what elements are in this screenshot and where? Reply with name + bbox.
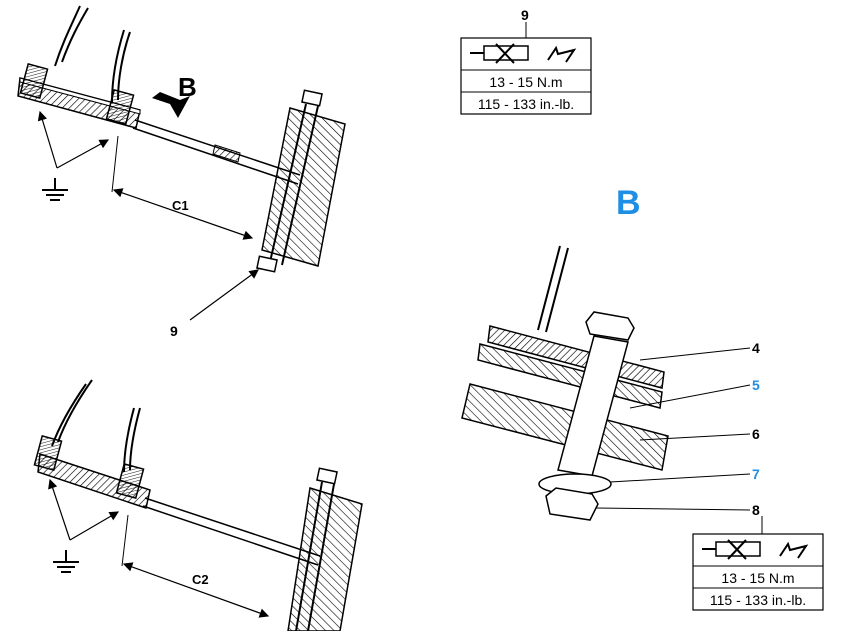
torque-inlb-top: 115 - 133 in.-lb. xyxy=(478,96,574,112)
upper-assembly xyxy=(17,5,346,321)
torque-wrench-icon xyxy=(779,541,809,559)
torque-inlb-bottom: 115 - 133 in.-lb. xyxy=(710,592,806,608)
callout-8: 8 xyxy=(752,502,760,518)
ground-icon xyxy=(53,550,79,573)
callout-5: 5 xyxy=(752,377,760,393)
bottom-torque-spec xyxy=(692,533,824,611)
ground-icon xyxy=(42,178,68,201)
no-impact-tool-icon xyxy=(470,43,529,64)
view-arrow-label: B xyxy=(178,72,197,102)
torque-wrench-icon xyxy=(547,45,577,63)
callout-4: 4 xyxy=(752,340,760,356)
dimension-c2: C2 xyxy=(192,572,209,587)
detail-title: B xyxy=(616,184,641,222)
top-torque-spec xyxy=(460,22,592,115)
torque-nm-bottom: 13 - 15 N.m xyxy=(721,570,794,586)
lower-assembly xyxy=(33,379,363,631)
view-arrow-icon xyxy=(152,92,190,118)
detail-b-assembly xyxy=(461,245,763,534)
dimension-c1: C1 xyxy=(172,198,189,213)
callout-7: 7 xyxy=(752,466,760,482)
callout-9-upper: 9 xyxy=(170,323,178,339)
callout-6: 6 xyxy=(752,426,760,442)
callout-9-top-spec: 9 xyxy=(521,7,529,23)
torque-nm-top: 13 - 15 N.m xyxy=(489,74,562,90)
no-impact-tool-icon xyxy=(702,539,761,560)
